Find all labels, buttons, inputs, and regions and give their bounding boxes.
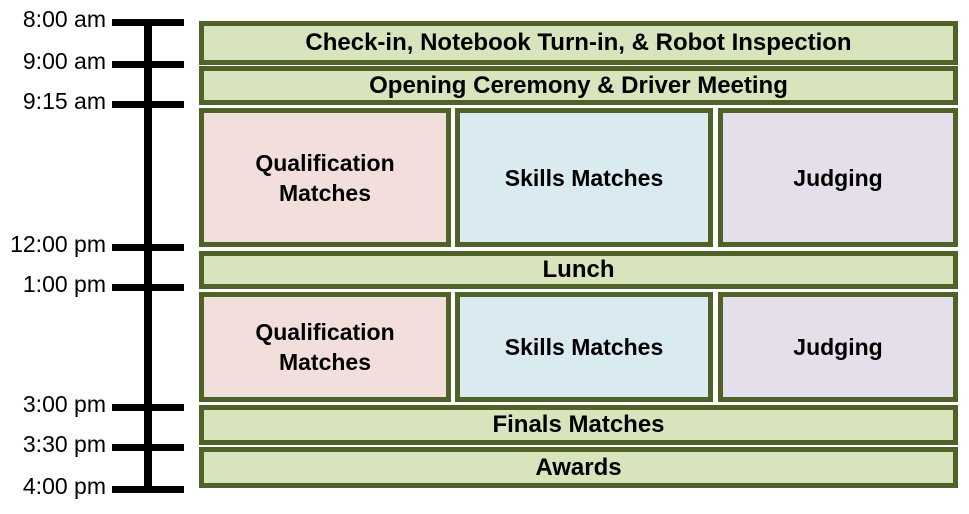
schedule-block-qualification-matches-morning[interactable]: Qualification Matches [199, 108, 451, 247]
schedule-block-skills-matches-morning[interactable]: Skills Matches [455, 108, 713, 247]
time-label: 1:00 pm [22, 271, 106, 297]
block-label: Opening Ceremony & Driver Meeting [369, 71, 788, 99]
axis-tick [112, 486, 184, 493]
axis-tick [112, 101, 184, 108]
schedule-block-judging-morning[interactable]: Judging [718, 108, 958, 247]
schedule-block-awards[interactable]: Awards [199, 447, 958, 488]
time-label: 8:00 am [22, 6, 106, 32]
block-label: Qualification Matches [255, 319, 395, 375]
time-label: 4:00 pm [22, 473, 106, 499]
time-label: 3:30 pm [22, 431, 106, 457]
axis-tick [112, 284, 184, 291]
axis-spine [144, 22, 152, 493]
axis-tick [112, 244, 184, 251]
block-label: Check-in, Notebook Turn-in, & Robot Insp… [305, 29, 852, 56]
axis-tick [112, 19, 184, 26]
schedule-block-qualification-matches-afternoon[interactable]: Qualification Matches [199, 292, 451, 402]
block-label: Finals Matches [492, 411, 665, 438]
axis-tick [112, 404, 184, 411]
schedule-block-check-in[interactable]: Check-in, Notebook Turn-in, & Robot Insp… [199, 21, 958, 65]
block-label: Lunch [542, 256, 615, 283]
schedule-block-opening-ceremony[interactable]: Opening Ceremony & Driver Meeting [199, 66, 958, 105]
schedule-block-judging-afternoon[interactable]: Judging [718, 292, 958, 402]
block-label: Judging [793, 334, 883, 360]
block-label: Skills Matches [504, 164, 664, 191]
block-label: Judging [793, 164, 883, 191]
time-label: 9:00 am [22, 48, 106, 74]
block-label: Awards [535, 453, 622, 481]
time-label: 3:00 pm [22, 391, 106, 417]
schedule-block-lunch[interactable]: Lunch [199, 251, 958, 289]
schedule-block-skills-matches-afternoon[interactable]: Skills Matches [455, 292, 713, 402]
axis-tick [112, 61, 184, 68]
schedule-block-finals-matches[interactable]: Finals Matches [199, 405, 958, 445]
block-label: Skills Matches [504, 334, 664, 360]
block-label: Qualification Matches [255, 149, 395, 206]
axis-tick [112, 444, 184, 451]
time-label: 9:15 am [22, 88, 106, 114]
time-label: 12:00 pm [10, 231, 106, 257]
